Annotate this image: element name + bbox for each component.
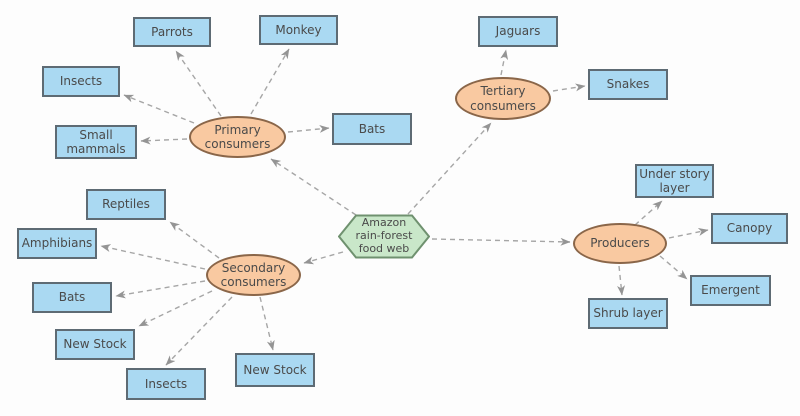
- edge-secondary-insects_bottom: [165, 296, 233, 366]
- node-label: Jaguars: [495, 24, 541, 39]
- node-snakes[interactable]: Snakes: [588, 69, 668, 100]
- node-label: Reptiles: [102, 197, 150, 212]
- edge-primary-bats_top: [287, 124, 330, 133]
- node-under-story-layer[interactable]: Under story layer: [635, 164, 714, 198]
- node-label: Tertiary consumers: [470, 84, 536, 113]
- node-label: Bats: [58, 290, 86, 305]
- edge-producers-emergent: [659, 255, 688, 280]
- edge-hub-primary: [270, 158, 357, 216]
- node-label: Insects: [144, 376, 188, 391]
- node-tertiary-consumers[interactable]: Tertiary consumers: [455, 77, 551, 120]
- node-label: New Stock: [63, 337, 127, 352]
- node-label: Amazon rain-forest food web: [355, 216, 413, 255]
- node-label: Shrub layer: [593, 306, 663, 321]
- node-bats-top[interactable]: Bats: [332, 113, 412, 145]
- edge-secondary-new_stock_left: [138, 290, 213, 327]
- node-label: Parrots: [151, 24, 193, 39]
- node-secondary-consumers[interactable]: Secondary consumers: [206, 254, 301, 296]
- node-insects-bottom[interactable]: Insects: [126, 368, 206, 400]
- node-canopy[interactable]: Canopy: [711, 213, 788, 244]
- edge-producers-under_story_layer: [634, 200, 663, 226]
- node-monkey[interactable]: Monkey: [259, 15, 338, 45]
- node-label: Secondary consumers: [220, 260, 287, 289]
- node-new-stock-left[interactable]: New Stock: [55, 329, 135, 360]
- node-amphibians[interactable]: Amphibians: [17, 228, 97, 259]
- edge-hub-producers: [431, 237, 571, 246]
- node-label: Amphibians: [21, 236, 93, 251]
- edge-tertiary-snakes: [552, 83, 586, 92]
- node-amazon-rainforest-food-web[interactable]: Amazon rain-forest food web: [338, 214, 430, 259]
- node-parrots[interactable]: Parrots: [133, 17, 211, 47]
- edge-secondary-bats_left: [115, 280, 206, 299]
- node-label: Insects: [59, 74, 103, 89]
- node-bats-left[interactable]: Bats: [32, 282, 112, 313]
- edge-hub-tertiary: [407, 122, 492, 215]
- edge-secondary-new_stock_right: [259, 296, 275, 351]
- node-primary-consumers[interactable]: Primary consumers: [189, 116, 286, 158]
- edge-secondary-amphibians: [100, 244, 206, 270]
- node-producers[interactable]: Producers: [573, 223, 667, 264]
- edge-secondary-reptiles: [169, 221, 220, 259]
- node-label: Primary consumers: [204, 122, 271, 151]
- node-label: Monkey: [275, 22, 322, 37]
- edge-hub-secondary: [303, 251, 344, 265]
- node-insects-top[interactable]: Insects: [42, 66, 120, 97]
- hexagon-shape: [338, 214, 430, 259]
- node-label: Canopy: [726, 221, 773, 236]
- node-label: Bats: [358, 121, 386, 136]
- node-label: Under story layer: [639, 166, 710, 195]
- node-shrub-layer[interactable]: Shrub layer: [588, 298, 668, 329]
- edge-primary-small_mammals: [140, 136, 188, 145]
- node-label: Snakes: [606, 77, 650, 92]
- node-reptiles[interactable]: Reptiles: [86, 189, 166, 220]
- edge-producers-shrub_layer: [617, 265, 626, 296]
- node-label: Producers: [590, 236, 650, 251]
- edge-tertiary-jaguars: [500, 49, 509, 76]
- node-new-stock-right[interactable]: New Stock: [235, 353, 315, 387]
- node-label: Emergent: [701, 283, 760, 298]
- edge-primary-monkey: [250, 48, 290, 115]
- node-label: Small mammals: [66, 127, 126, 156]
- edge-primary-insects_top: [123, 94, 195, 124]
- node-small-mammals[interactable]: Small mammals: [55, 125, 137, 159]
- node-label: New Stock: [243, 362, 307, 377]
- node-jaguars[interactable]: Jaguars: [478, 16, 558, 47]
- edge-producers-canopy: [668, 227, 709, 239]
- node-emergent[interactable]: Emergent: [690, 275, 771, 306]
- edge-primary-parrots: [175, 50, 222, 117]
